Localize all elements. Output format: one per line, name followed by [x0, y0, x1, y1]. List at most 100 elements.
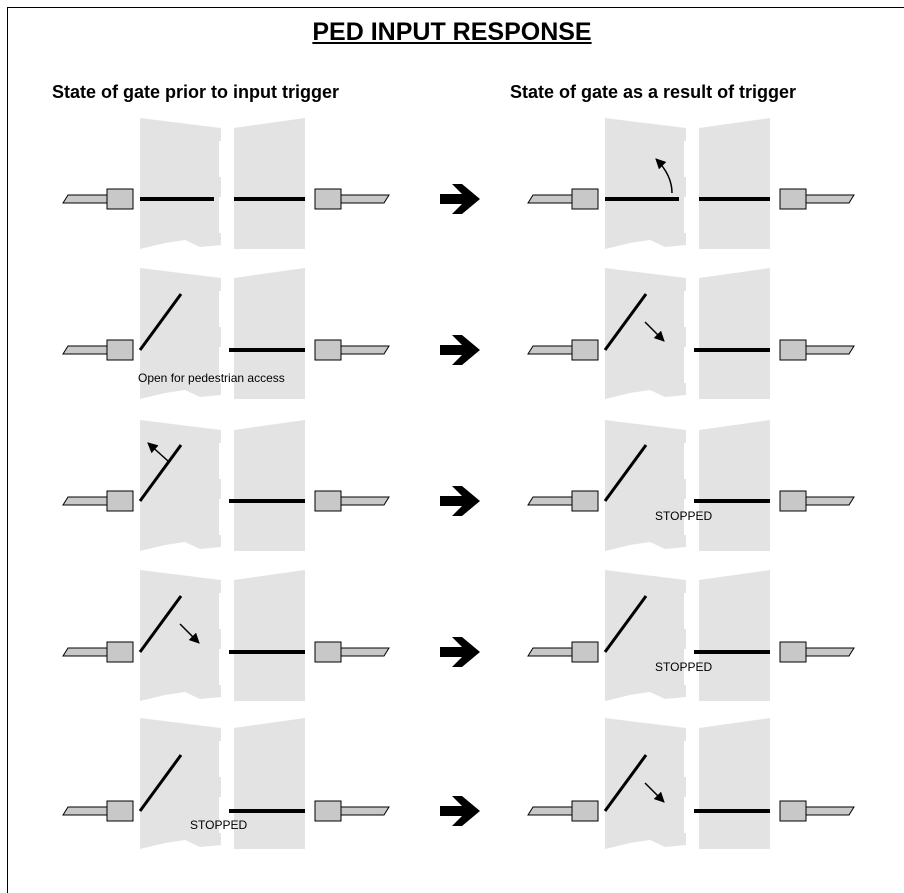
transition-arrow-icon: [440, 335, 480, 365]
opening-arrow-icon: [147, 442, 169, 462]
post-right: [779, 188, 807, 210]
divider-notch-bottom: [684, 649, 692, 685]
post-left: [571, 188, 599, 210]
divider-notch-top: [684, 291, 692, 327]
zone-right: [234, 718, 305, 849]
gate-leaf-left: [138, 595, 183, 653]
post-right: [314, 800, 342, 822]
post-right: [314, 339, 342, 361]
divider-notch-bottom: [219, 197, 227, 233]
track-right: [805, 496, 855, 506]
zone-right: [234, 118, 305, 249]
divider-notch-top: [219, 443, 227, 479]
divider-notch-top: [684, 593, 692, 629]
gate-leaf-left: [603, 754, 648, 812]
gate-leaf-left: [603, 595, 648, 653]
post-right: [779, 800, 807, 822]
divider-notch-bottom: [219, 499, 227, 535]
gate-leaf-left: [138, 293, 183, 351]
track-left: [62, 806, 108, 816]
after-panel-row-5: [527, 718, 855, 850]
after-column-header: State of gate as a result of trigger: [510, 82, 797, 102]
track-right: [340, 345, 390, 355]
post-left: [571, 490, 599, 512]
track-right: [805, 806, 855, 816]
divider-notch-bottom: [684, 197, 692, 233]
track-right: [340, 194, 390, 204]
track-left: [527, 806, 573, 816]
zone-left: [140, 420, 221, 551]
zone-right: [699, 118, 770, 249]
track-right: [340, 806, 390, 816]
zone-left: [140, 570, 221, 701]
post-right: [779, 339, 807, 361]
track-right: [805, 647, 855, 657]
divider-notch-bottom: [219, 797, 227, 833]
after-panel-row-4: STOPPED: [527, 570, 855, 702]
post-left: [571, 641, 599, 663]
transition-arrow-icon: [440, 796, 480, 826]
zone-left: [140, 118, 221, 249]
after-panel-row-1: [527, 118, 855, 250]
zone-left: [605, 420, 686, 551]
divider-notch-top: [219, 593, 227, 629]
zone-left: [140, 718, 221, 849]
before-panel-row-2: Open for pedestrian access: [62, 268, 390, 400]
zone-right: [699, 718, 770, 849]
divider-notch-bottom: [684, 499, 692, 535]
post-right: [314, 188, 342, 210]
diagram-frame: [7, 7, 904, 893]
closing-arrow-icon: [644, 321, 665, 342]
gate-leaf-left: [138, 444, 183, 502]
gate-leaf-left: [603, 293, 648, 351]
post-left: [106, 339, 134, 361]
track-right: [805, 194, 855, 204]
zone-left: [605, 268, 686, 399]
divider-notch-top: [219, 141, 227, 177]
post-right: [779, 641, 807, 663]
track-left: [527, 194, 573, 204]
divider-notch-bottom: [219, 649, 227, 685]
zone-left: [605, 118, 686, 249]
divider-notch-bottom: [684, 347, 692, 383]
track-right: [805, 345, 855, 355]
before-column-header: State of gate prior to input trigger: [52, 82, 339, 102]
divider-notch-top: [219, 291, 227, 327]
track-right: [340, 647, 390, 657]
track-left: [62, 194, 108, 204]
zone-right: [699, 570, 770, 701]
track-left: [62, 647, 108, 657]
closing-arrow-icon: [644, 782, 665, 803]
post-left: [106, 641, 134, 663]
before-panel-row-1: [62, 118, 390, 250]
gate-caption: Open for pedestrian access: [138, 371, 285, 385]
divider-notch-bottom: [219, 347, 227, 383]
page-title: PED INPUT RESPONSE: [312, 18, 592, 46]
track-left: [527, 345, 573, 355]
before-panel-row-4: [62, 570, 390, 702]
post-left: [106, 490, 134, 512]
zone-right: [234, 570, 305, 701]
post-right: [314, 490, 342, 512]
track-left: [62, 496, 108, 506]
after-panel-row-2: [527, 268, 855, 400]
post-left: [106, 800, 134, 822]
divider-notch-top: [684, 443, 692, 479]
post-right: [314, 641, 342, 663]
gate-leaf-left: [138, 754, 183, 812]
zone-right: [699, 268, 770, 399]
track-right: [340, 496, 390, 506]
gate-caption: STOPPED: [655, 509, 712, 523]
zone-left: [140, 268, 221, 399]
closing-arrow-icon: [179, 623, 200, 644]
gate-caption: STOPPED: [655, 660, 712, 674]
track-left: [527, 647, 573, 657]
divider-notch-top: [684, 741, 692, 777]
zone-right: [234, 268, 305, 399]
transition-arrow-icon: [440, 637, 480, 667]
gate-caption: STOPPED: [190, 818, 247, 832]
before-panel-row-3: [62, 420, 390, 552]
zone-left: [605, 570, 686, 701]
track-left: [527, 496, 573, 506]
